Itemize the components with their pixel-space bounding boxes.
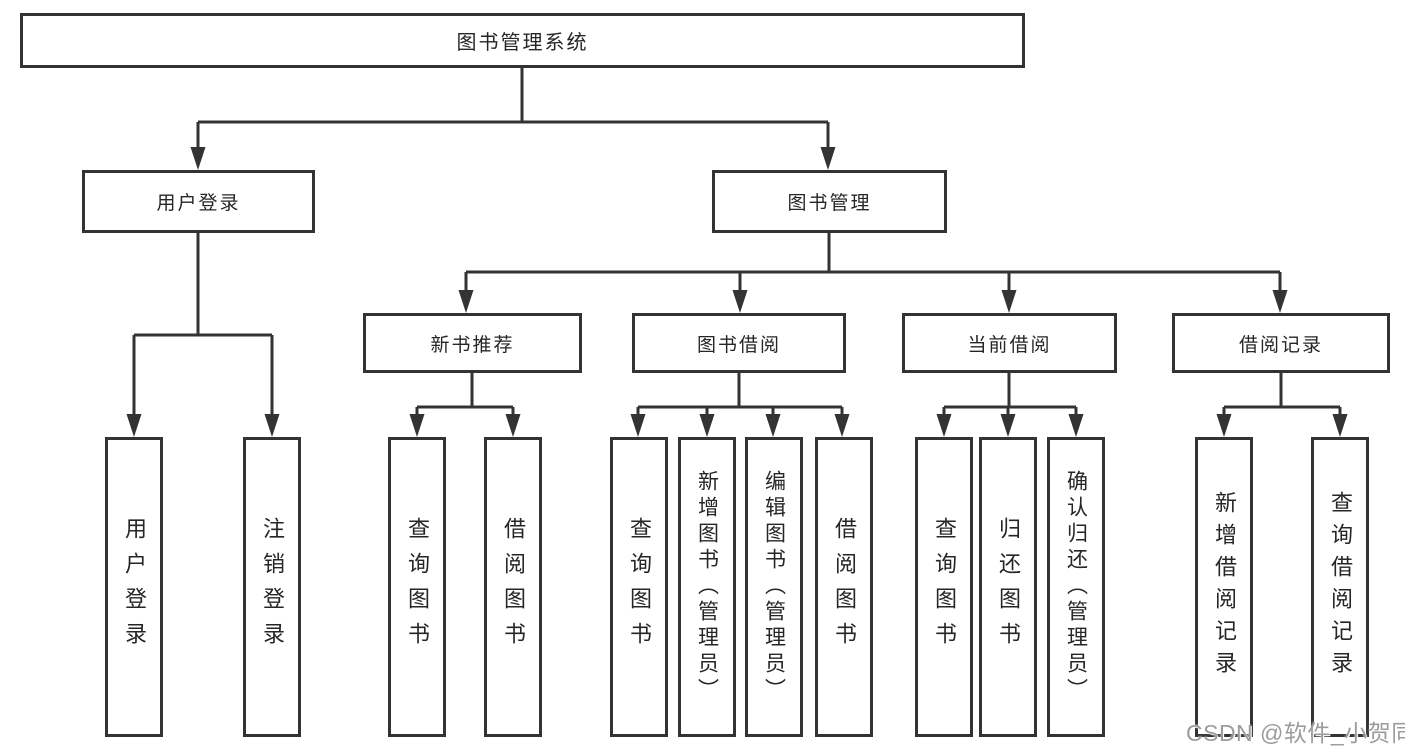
node-new-book-recommend: 新书推荐 <box>363 313 582 373</box>
leaf-borrow-borrow-books-label: 借阅图书 <box>832 517 857 657</box>
leaf-current-return-books: 归还图书 <box>979 437 1037 737</box>
leaf-records-add-record-label: 新增借阅记录 <box>1212 491 1237 683</box>
node-current-borrow-label: 当前借阅 <box>967 334 1052 356</box>
arrowheads <box>126 147 1348 437</box>
leaf-newbook-query-books: 查询图书 <box>388 437 446 737</box>
leaf-borrow-edit-books-admin-label: 编辑图书（管理员） <box>762 470 786 704</box>
node-book-management-label: 图书管理 <box>787 193 872 214</box>
node-new-book-recommend-label: 新书推荐 <box>430 334 515 356</box>
leaf-current-query-books: 查询图书 <box>915 437 973 737</box>
leaf-user-login: 用户登录 <box>105 437 163 737</box>
leaf-user-login-label: 用户登录 <box>122 517 147 657</box>
node-borrow-records-label: 借阅记录 <box>1238 334 1323 356</box>
leaf-logout-login-label: 注销登录 <box>260 517 285 657</box>
leaf-newbook-borrow-books-label: 借阅图书 <box>501 517 526 657</box>
node-user-login-label: 用户登录 <box>156 193 241 214</box>
leaf-current-query-books-label: 查询图书 <box>932 517 957 657</box>
node-system-root: 图书管理系统 <box>20 13 1025 68</box>
node-user-login: 用户登录 <box>82 170 315 233</box>
leaf-records-add-record: 新增借阅记录 <box>1195 437 1253 737</box>
leaf-borrow-query-books: 查询图书 <box>610 437 668 737</box>
node-borrow-records: 借阅记录 <box>1172 313 1390 373</box>
leaf-current-confirm-return-admin: 确认归还（管理员） <box>1047 437 1105 737</box>
node-book-management: 图书管理 <box>712 170 947 233</box>
node-book-borrow-label: 图书借阅 <box>696 334 781 356</box>
leaf-borrow-add-books-admin: 新增图书（管理员） <box>678 437 736 737</box>
leaf-borrow-borrow-books: 借阅图书 <box>815 437 873 737</box>
leaf-current-return-books-label: 归还图书 <box>996 517 1021 657</box>
leaf-borrow-add-books-admin-label: 新增图书（管理员） <box>695 470 719 704</box>
leaf-records-query-record: 查询借阅记录 <box>1311 437 1369 737</box>
csdn-watermark: CSDN @软件_小贺同学 <box>1186 720 1405 746</box>
node-system-root-label: 图书管理系统 <box>456 32 589 54</box>
leaf-current-confirm-return-admin-label: 确认归还（管理员） <box>1064 470 1088 704</box>
node-book-borrow: 图书借阅 <box>632 313 846 373</box>
leaf-logout-login: 注销登录 <box>243 437 301 737</box>
leaf-records-query-record-label: 查询借阅记录 <box>1328 491 1353 683</box>
leaf-newbook-borrow-books: 借阅图书 <box>484 437 542 737</box>
leaf-newbook-query-books-label: 查询图书 <box>405 517 430 657</box>
leaf-borrow-query-books-label: 查询图书 <box>627 517 652 657</box>
node-current-borrow: 当前借阅 <box>902 313 1117 373</box>
leaf-borrow-edit-books-admin: 编辑图书（管理员） <box>745 437 803 737</box>
